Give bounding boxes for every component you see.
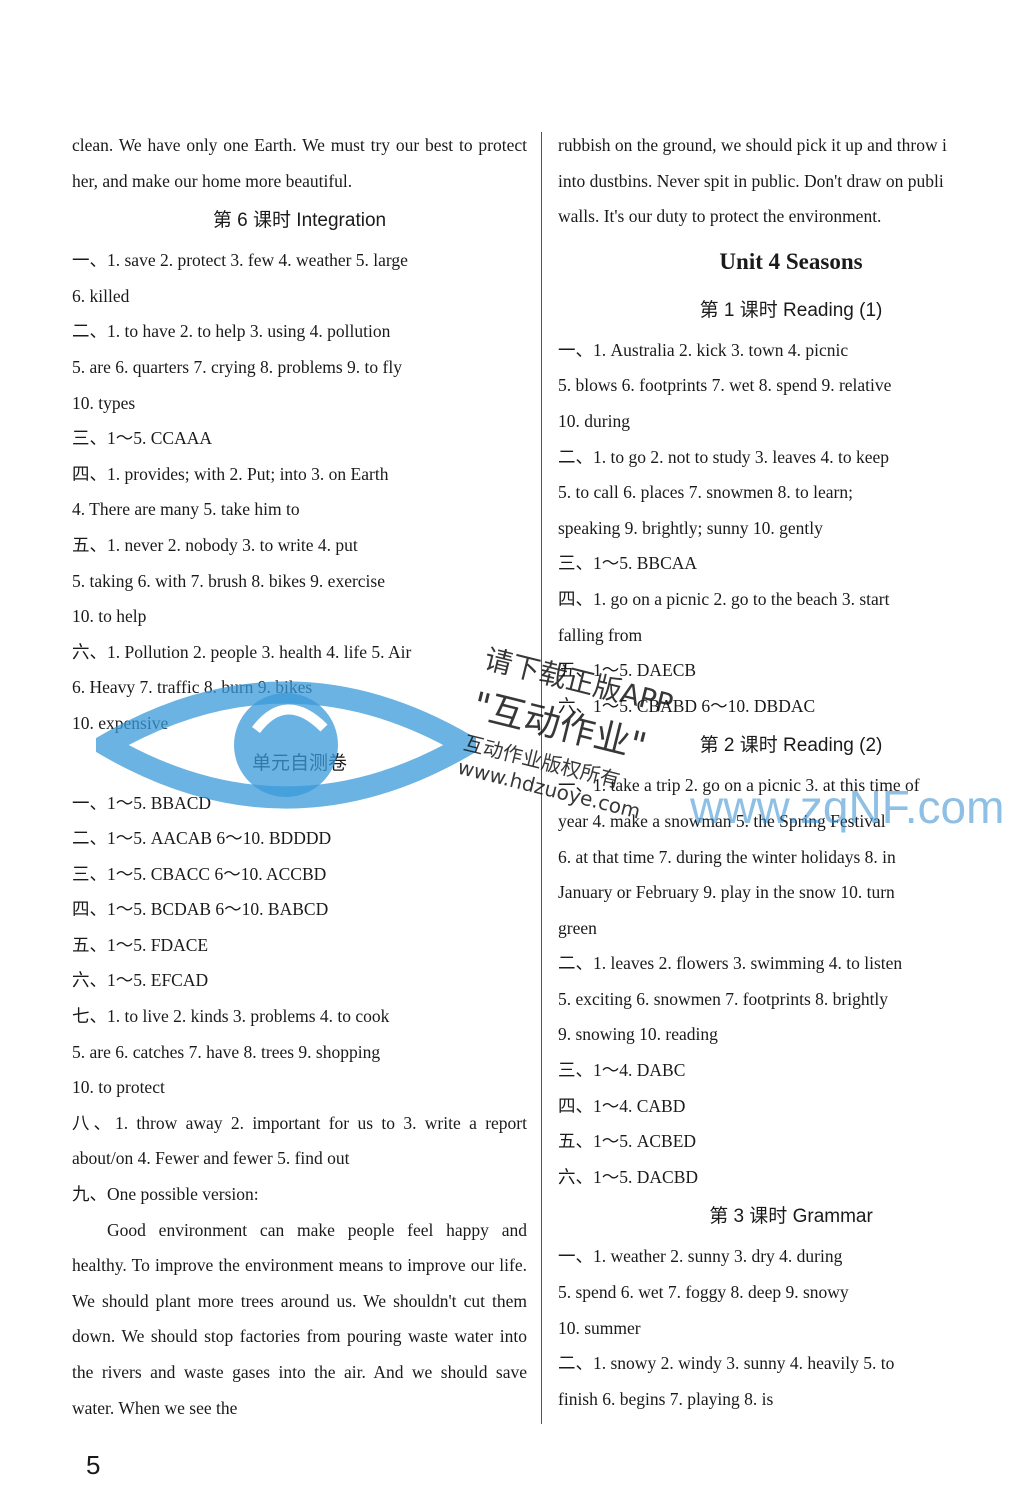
answer-line: 四、1. provides; with 2. Put; into 3. on E… <box>72 463 389 484</box>
answer-line: 三、1～5. BBCAA <box>558 553 698 574</box>
essay-paragraph: Good environment can make people feel ha… <box>72 1219 527 1418</box>
answer-line: 5. are 6. quarters 7. crying 8. problems… <box>72 356 402 377</box>
answer-line: 5. taking 6. with 7. brush 8. bikes 9. e… <box>72 570 386 591</box>
answer-line: 五、1～5. ACBED <box>558 1131 697 1152</box>
answer-line: 10. to help <box>72 606 147 627</box>
answer-line: 二、1. to have 2. to help 3. using 4. poll… <box>72 321 391 342</box>
answer-line: 一、1～5. BBACD <box>72 792 212 813</box>
right-column: rubbish on the ground, we should pick it… <box>558 128 1024 1417</box>
answer-line: 10. to protect <box>72 1077 165 1098</box>
lesson1-heading: 第 1 课时 Reading (1) <box>699 299 883 321</box>
answer-line: 5. to call 6. places 7. snowmen 8. to le… <box>558 482 853 503</box>
answer-line: 5. spend 6. wet 7. foggy 8. deep 9. snow… <box>558 1282 849 1303</box>
answer-line: 5. are 6. catches 7. have 8. trees 9. sh… <box>72 1041 381 1062</box>
essay: Good environment can make people feel ha… <box>72 1213 527 1427</box>
prose-paragraph: clean. We have only one Earth. We must t… <box>72 135 527 191</box>
answer-line: 二、1. leaves 2. flowers 3. swimming 4. to… <box>558 953 903 974</box>
prose-line: rubbish on the ground, we should pick it… <box>558 135 947 155</box>
lesson3-heading: 第 3 课时 Grammar <box>709 1206 873 1228</box>
answer-line: 六、1. Pollution 2. people 3. health 4. li… <box>72 641 412 662</box>
lesson2-answers: 一、1. take a trip 2. go on a picnic 3. at… <box>558 768 1024 1195</box>
lesson6-heading: 第 6 课时 Integration <box>212 210 387 232</box>
answer-line: 六、1～5. EFCAD <box>72 970 209 991</box>
answer-line: 二、1. snowy 2. windy 3. sunny 4. heavily … <box>558 1353 895 1374</box>
lesson2-heading: 第 2 课时 Reading (2) <box>699 735 883 757</box>
prose-line: into dustbins. Never spit in public. Don… <box>558 170 944 191</box>
answer-line: 三、1～5. CBACC 6～10. ACCBD <box>72 863 327 884</box>
answer-line: 5. exciting 6. snowmen 7. footprints 8. … <box>558 988 889 1009</box>
answer-line: 一、1. weather 2. sunny 3. dry 4. during <box>558 1246 843 1267</box>
answer-paragraph: 八、1. throw away 2. important for us to 3… <box>72 1112 527 1169</box>
answer-line: 10. summer <box>558 1317 641 1338</box>
answer-line: 二、1～5. AACAB 6～10. BDDDD <box>72 828 332 849</box>
right-top-prose: rubbish on the ground, we should pick it… <box>558 128 1024 235</box>
answer-line: 七、1. to live 2. kinds 3. problems 4. to … <box>72 1006 390 1027</box>
answer-line: 4. There are many 5. take him to <box>72 499 300 520</box>
answer-line: 10. during <box>558 410 630 431</box>
prose-line: walls. It's our duty to protect the envi… <box>558 206 882 227</box>
lesson1-answers: 一、1. Australia 2. kick 3. town 4. picnic… <box>558 333 1024 725</box>
item8-answers: 八、1. throw away 2. important for us to 3… <box>72 1106 527 1177</box>
answer-line: 二、1. to go 2. not to study 3. leaves 4. … <box>558 446 890 467</box>
answer-line: speaking 9. brightly; sunny 10. gently <box>558 517 823 538</box>
answer-line: 一、1. save 2. protect 3. few 4. weather 5… <box>72 250 408 271</box>
answer-line: 9. snowing 10. reading <box>558 1024 718 1045</box>
answer-line: 三、1～4. DABC <box>558 1060 686 1081</box>
answer-line: 六、1～5. CBABD 6～10. DBDAC <box>558 695 816 716</box>
answer-line: 六、1～5. DACBD <box>558 1166 699 1187</box>
lesson6-answers: 一、1. save 2. protect 3. few 4. weather 5… <box>72 243 527 741</box>
answer-line: 五、1～5. DAECB <box>558 660 697 681</box>
eye-watermark-icon <box>96 681 476 809</box>
answer-line: green <box>558 917 597 938</box>
answer-line: 五、1～5. FDACE <box>72 934 209 955</box>
lesson3-answers: 一、1. weather 2. sunny 3. dry 4. during 5… <box>558 1239 1024 1417</box>
answer-line: 6. at that time 7. during the winter hol… <box>558 846 896 867</box>
answer-line: falling from <box>558 624 643 645</box>
page-number: 5 <box>86 1450 101 1480</box>
site-watermark: www.zqNF.com <box>560 640 1024 870</box>
unit-test-answers: 一、1～5. BBACD 二、1～5. AACAB 6～10. BDDDD 三、… <box>72 786 527 1427</box>
answer-line: 10. types <box>72 392 136 413</box>
site-watermark-text: www.zqNF.com <box>690 781 1005 833</box>
answer-line: 6. killed <box>72 285 130 306</box>
answer-line: 三、1～5. CCAAA <box>72 428 213 449</box>
answer-line: year 4. make a snowman 5. the Spring Fes… <box>558 810 886 831</box>
answer-line: 五、1. never 2. nobody 3. to write 4. put <box>72 534 358 555</box>
item9-label: 九、One possible version: <box>72 1184 259 1205</box>
column-divider <box>541 132 542 1424</box>
answer-line: 一、1. Australia 2. kick 3. town 4. picnic <box>558 339 849 360</box>
answer-line: 5. blows 6. footprints 7. wet 8. spend 9… <box>558 375 892 396</box>
answer-line: finish 6. begins 7. playing 8. is <box>558 1388 774 1409</box>
left-top-prose: clean. We have only one Earth. We must t… <box>72 128 527 199</box>
answer-line: 四、1. go on a picnic 2. go to the beach 3… <box>558 588 890 609</box>
unit-title: Unit 4 Seasons <box>719 248 863 274</box>
answer-line: 四、1～5. BCDAB 6～10. BABCD <box>72 899 329 920</box>
left-column: clean. We have only one Earth. We must t… <box>72 128 527 1426</box>
answer-line: January or February 9. play in the snow … <box>558 882 895 903</box>
answer-line: 四、1～4. CABD <box>558 1095 686 1116</box>
answer-line: 一、1. take a trip 2. go on a picnic 3. at… <box>558 775 920 796</box>
